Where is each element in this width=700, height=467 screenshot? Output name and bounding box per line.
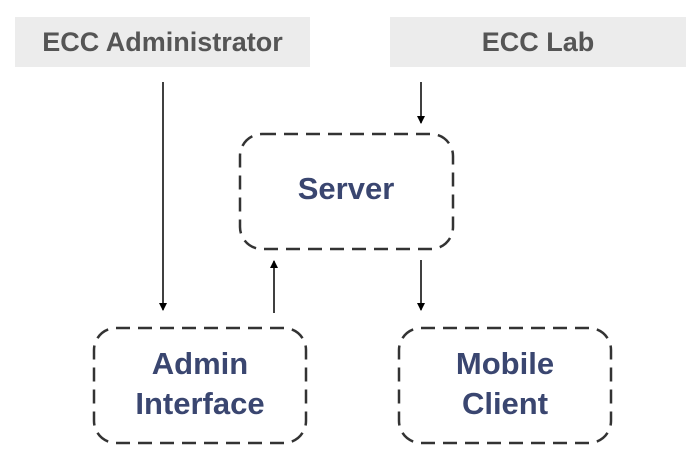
admin-interface-label-line-2: Interface bbox=[135, 386, 265, 421]
mobile-client-label-line-1: Mobile bbox=[455, 346, 555, 381]
ecc-administrator-header: ECC Administrator bbox=[15, 17, 310, 67]
admin-interface-label-line-1: Admin bbox=[151, 346, 249, 381]
mobile-client-label-line-2: Client bbox=[461, 386, 549, 421]
ecc-lab-header: ECC Lab bbox=[390, 17, 686, 67]
admin-interface-node: Admin Interface bbox=[94, 344, 306, 424]
ecc-lab-label: ECC Lab bbox=[481, 26, 595, 57]
server-label: Server bbox=[297, 171, 395, 206]
ecc-administrator-label: ECC Administrator bbox=[42, 26, 283, 57]
mobile-client-node: Mobile Client bbox=[399, 344, 611, 424]
server-node: Server bbox=[238, 169, 454, 209]
